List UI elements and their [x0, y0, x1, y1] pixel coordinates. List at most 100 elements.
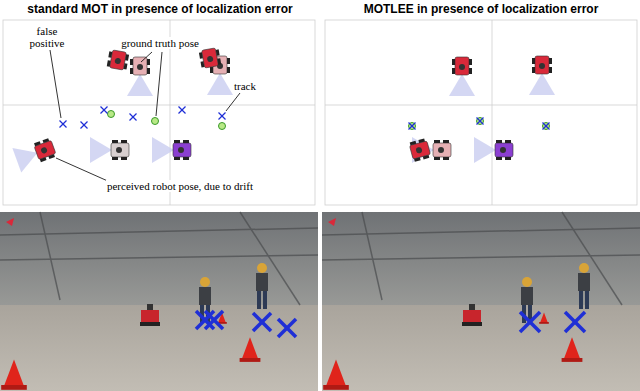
wheel: [34, 141, 41, 146]
ground-truth-marker: [219, 123, 226, 130]
cross-stroke: [219, 113, 226, 120]
cross-stroke: [477, 118, 484, 125]
wheel: [130, 59, 133, 65]
wheel: [414, 157, 421, 161]
view-cone: [529, 73, 555, 95]
camera-photo: [0, 212, 640, 391]
robot-icon: [127, 57, 153, 96]
sensor: [114, 58, 121, 65]
wheel: [200, 61, 204, 67]
robot-body: [409, 141, 430, 159]
cone-base: [1, 385, 27, 390]
wheel: [532, 58, 535, 64]
wheel: [418, 139, 425, 143]
sensor: [438, 147, 444, 153]
wheel: [452, 68, 455, 74]
wheel: [532, 67, 535, 73]
cross-stroke: [253, 313, 271, 331]
leader-lines: [50, 50, 240, 182]
person-head: [579, 263, 589, 273]
wheel: [505, 157, 511, 160]
wheel: [410, 141, 417, 145]
ground-truth-marker: [152, 118, 159, 125]
photo-robot-wheels: [140, 322, 160, 326]
sensor: [178, 147, 184, 153]
photo-robot-sensor: [469, 304, 475, 310]
track-cross: [520, 312, 540, 332]
robot-plot: [12, 47, 233, 172]
ground-truth-marker: [108, 111, 115, 118]
wheel: [124, 63, 128, 69]
track-cross: [253, 313, 271, 331]
cross-stroke: [520, 312, 540, 332]
cross-stroke: [130, 114, 137, 121]
robot-icon: [107, 49, 130, 70]
wheel: [112, 140, 118, 143]
annotation: ground truth pose: [120, 37, 200, 49]
wheel: [469, 68, 472, 74]
cross-stroke: [477, 118, 484, 125]
sensor: [116, 147, 122, 153]
wheel: [434, 157, 440, 160]
annotation: perceived robot pose, due to drift: [106, 180, 254, 192]
sensor: [137, 64, 143, 70]
wheel: [210, 67, 213, 73]
sensor: [415, 147, 422, 154]
traffic-cone: [564, 337, 580, 358]
traffic-cone: [242, 337, 258, 358]
wheel: [216, 49, 220, 55]
cross-stroke: [278, 319, 296, 337]
robot-body: [433, 143, 451, 157]
view-cone: [90, 137, 112, 163]
track-cross: [409, 123, 416, 130]
cross-stroke: [409, 123, 416, 130]
wheel: [227, 67, 230, 73]
wheel: [121, 140, 127, 143]
wheel: [549, 67, 552, 73]
cross-stroke: [205, 311, 223, 329]
wheel: [183, 140, 189, 143]
traffic-cone: [540, 312, 547, 322]
wheel: [549, 58, 552, 64]
view-cone: [127, 74, 153, 96]
track-cross: [565, 312, 585, 332]
wheel: [112, 157, 118, 160]
person-head: [522, 277, 532, 287]
cone-base: [562, 358, 583, 362]
cross-stroke: [196, 311, 214, 329]
marker-flag: [328, 218, 336, 226]
panel-heading: MOTLEE in presence of localization error: [364, 2, 599, 16]
wheel: [147, 59, 150, 65]
track-cross: [205, 311, 223, 329]
track-cross: [278, 319, 296, 337]
person-leg: [585, 291, 589, 309]
person-leg: [257, 291, 261, 309]
ground-truth-marker: [409, 123, 416, 130]
ground-truth-marker: [543, 123, 550, 130]
wheel: [108, 51, 112, 57]
wheel: [443, 157, 449, 160]
wheel: [125, 54, 129, 60]
wheel: [48, 154, 55, 159]
cross-stroke: [60, 121, 67, 128]
wheel: [505, 140, 511, 143]
wheel: [121, 157, 127, 160]
cross-stroke: [101, 107, 108, 114]
wheel: [43, 138, 50, 143]
wheel: [217, 58, 221, 64]
robot-body: [535, 56, 549, 74]
cross-stroke: [219, 113, 226, 120]
wheel: [183, 157, 189, 160]
track-cross: [179, 107, 186, 114]
person-body: [578, 273, 590, 291]
cross-stroke: [409, 123, 416, 130]
cone-base: [539, 322, 549, 324]
wheel: [443, 140, 449, 143]
wheel: [199, 52, 203, 58]
sensor: [207, 56, 214, 63]
cross-stroke: [565, 312, 585, 332]
wheel: [496, 157, 502, 160]
cross-stroke: [205, 311, 223, 329]
robot-body: [173, 143, 191, 157]
cross-stroke: [130, 114, 137, 121]
